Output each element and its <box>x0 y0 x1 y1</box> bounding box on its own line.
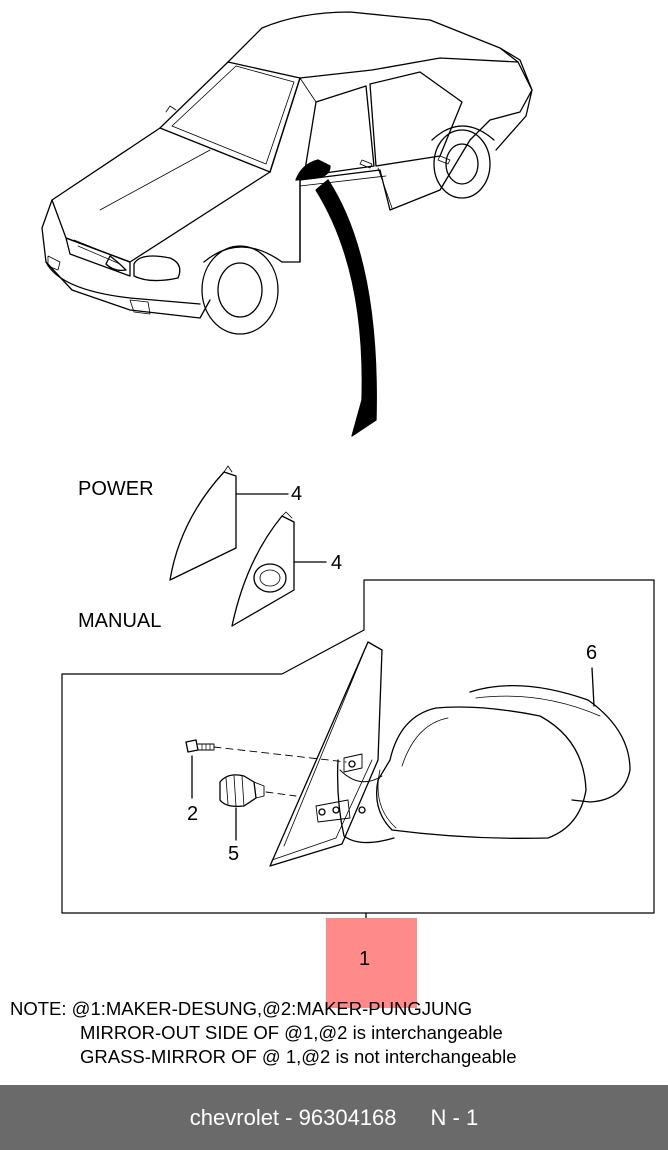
detail-frame <box>61 579 655 914</box>
footer-page: N - 1 <box>430 1104 479 1130</box>
callout-5: 5 <box>228 843 240 865</box>
highlight-box <box>326 918 417 1008</box>
car-illustration <box>41 11 533 335</box>
glass-mirror-power <box>169 465 289 581</box>
parts-diagram <box>41 11 655 947</box>
screw-part <box>185 739 347 799</box>
callout-6: 6 <box>586 642 598 664</box>
mirror-assembly <box>269 641 631 867</box>
footer-brand: chevrolet <box>189 1104 280 1130</box>
callout-4-manual: 4 <box>331 552 343 574</box>
callout-1: 1 <box>359 948 371 970</box>
label-power: POWER <box>78 478 154 500</box>
label-manual: MANUAL <box>78 610 162 632</box>
glass-mirror-manual <box>231 511 327 627</box>
note-line-3: GRASS-MIRROR OF @ 1,@2 is not interchang… <box>80 1046 517 1067</box>
location-arrow <box>315 179 377 437</box>
footer-bar: chevrolet - 96304168 N - 1 <box>0 1085 668 1150</box>
callout-4-power: 4 <box>291 483 303 505</box>
grommet-part <box>219 774 297 841</box>
note-line-2: MIRROR-OUT SIDE OF @1,@2 is interchangea… <box>80 1022 503 1043</box>
note-line-1: NOTE: @1:MAKER-DESUNG,@2:MAKER-PUNGJUNG <box>10 998 473 1019</box>
note-block: NOTE: @1:MAKER-DESUNG,@2:MAKER-PUNGJUNG … <box>10 997 517 1069</box>
footer-part-number: 96304168 <box>298 1104 397 1130</box>
footer-separator: - <box>279 1104 299 1130</box>
callout-2: 2 <box>187 803 199 825</box>
